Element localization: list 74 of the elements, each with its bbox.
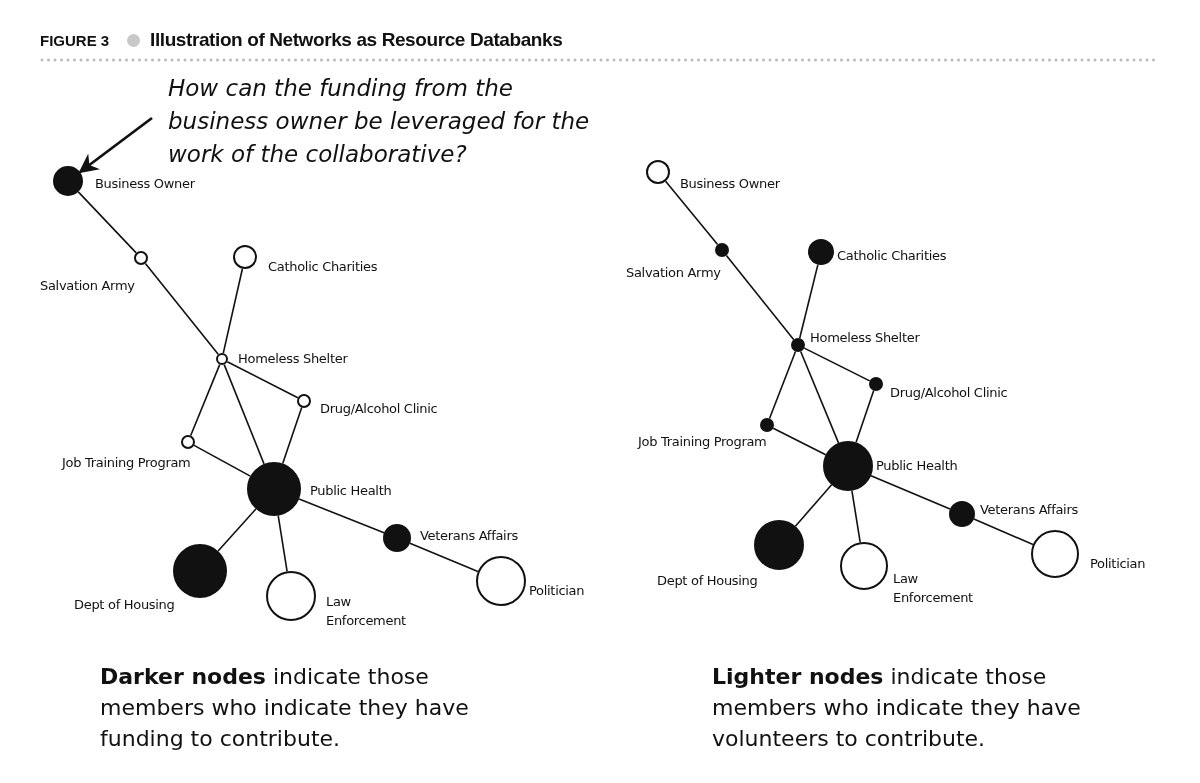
- connector-line: [973, 518, 1034, 546]
- node-label: Drug/Alcohol Clinic: [320, 400, 438, 418]
- node-label: Catholic Charities: [268, 258, 378, 276]
- node-label: Veterans Affairs: [980, 501, 1078, 519]
- node-label: Law Enforcement: [326, 593, 407, 630]
- node-label: Dept of Housing: [657, 572, 758, 590]
- question-text: How can the funding from the business owner be leveraged for the work of the collaborative?: [168, 72, 608, 171]
- connector-line: [794, 484, 833, 527]
- network-node-circle: [715, 243, 729, 257]
- network-node-circle: [646, 160, 670, 184]
- node-label: Public Health: [310, 482, 392, 500]
- network-node-circle: [266, 571, 316, 621]
- connector-line: [222, 267, 244, 354]
- node-label: Job Training Program: [638, 433, 767, 451]
- connector-line: [226, 360, 299, 399]
- network-node-circle: [216, 353, 228, 365]
- node-label: Dept of Housing: [74, 596, 175, 614]
- node-label: Homeless Shelter: [238, 350, 348, 368]
- connector-line: [409, 542, 479, 573]
- network-node-circle: [760, 418, 774, 432]
- connector-line: [77, 191, 137, 254]
- caption-text: Lighter nodes indicate those members who indicate they have volunteers to contribute.: [712, 663, 1082, 753]
- figure-title: Illustration of Networks as Resource Databanks: [150, 29, 563, 51]
- connector-line: [298, 498, 385, 534]
- connector-line: [664, 180, 719, 246]
- node-label: Public Health: [876, 457, 958, 475]
- node-label: Drug/Alcohol Clinic: [890, 384, 1008, 402]
- connector-line: [851, 489, 861, 544]
- network-node-circle: [754, 520, 804, 570]
- connector-line: [277, 514, 288, 573]
- connector-line: [803, 347, 871, 382]
- connector-line: [217, 508, 257, 552]
- connector-line: [768, 350, 797, 420]
- network-node-circle: [181, 435, 195, 449]
- network-node-circle: [134, 251, 148, 265]
- node-label: Business Owner: [95, 175, 195, 193]
- connector-line: [799, 350, 840, 444]
- node-label: Catholic Charities: [837, 247, 947, 265]
- connector-line: [870, 474, 951, 510]
- network-node-circle: [823, 441, 873, 491]
- network-node-circle: [297, 394, 311, 408]
- network-node-circle: [808, 239, 834, 265]
- node-label: Salvation Army: [40, 277, 135, 295]
- network-node-circle: [247, 462, 301, 516]
- network-node-circle: [476, 556, 526, 606]
- connector-line: [144, 262, 219, 356]
- network-node-circle: [53, 166, 83, 196]
- network-node-circle: [840, 542, 888, 590]
- node-label: Business Owner: [680, 175, 780, 193]
- node-label: Politician: [529, 582, 585, 600]
- connector-line: [725, 254, 795, 341]
- connector-line: [772, 427, 827, 456]
- connector-line: [281, 406, 303, 465]
- arrow: [78, 116, 153, 174]
- node-label: Politician: [1090, 555, 1146, 573]
- figure-number: FIGURE 3: [40, 32, 110, 49]
- network-node-circle: [173, 544, 227, 598]
- network-node-circle: [1031, 530, 1079, 578]
- network-node-circle: [233, 245, 257, 269]
- caption-text: Darker nodes indicate those members who indicate they have funding to contribute.: [100, 663, 470, 753]
- network-node-circle: [383, 524, 411, 552]
- node-label: Veterans Affairs: [420, 527, 518, 545]
- node-label: Salvation Army: [626, 264, 721, 282]
- network-node-circle: [791, 338, 805, 352]
- connector-line: [798, 263, 819, 339]
- connector-line: [189, 363, 221, 437]
- connector-line: [223, 363, 265, 465]
- connector-line: [193, 444, 252, 477]
- node-label: Job Training Program: [62, 454, 191, 472]
- connector-line: [855, 389, 875, 444]
- node-label: Law Enforcement: [893, 570, 974, 607]
- node-label: Homeless Shelter: [810, 329, 920, 347]
- network-node-circle: [869, 377, 883, 391]
- network-node-circle: [949, 501, 975, 527]
